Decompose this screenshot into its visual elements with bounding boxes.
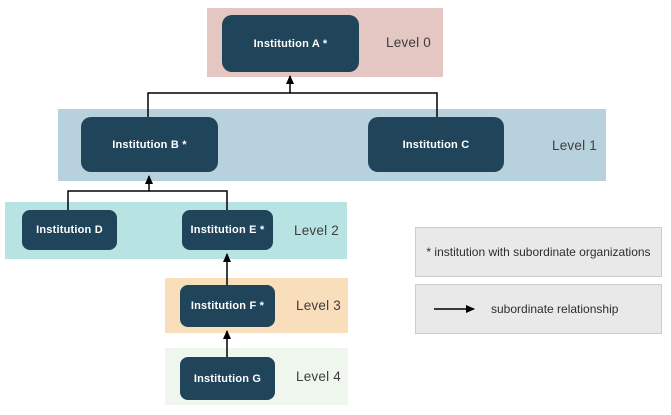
node-institution-a: Institution A * — [222, 15, 359, 72]
node-institution-c: Institution C — [368, 117, 504, 172]
level-label-2: Level 2 — [294, 223, 339, 238]
node-institution-b: Institution B * — [81, 117, 218, 172]
level-label-1: Level 1 — [552, 137, 597, 153]
subordinate-arrow-icon — [434, 303, 484, 315]
legend-asterisk-text: * institution with subordinate organizat… — [426, 245, 651, 259]
node-institution-f: Institution F * — [180, 285, 275, 327]
legend-arrow-box: subordinate relationship — [415, 284, 662, 334]
legend-arrow-text: subordinate relationship — [491, 302, 619, 316]
legend-asterisk-box: * institution with subordinate organizat… — [415, 227, 662, 277]
level-label-4: Level 4 — [296, 369, 341, 384]
node-institution-g: Institution G — [180, 357, 275, 400]
node-institution-e: Institution E * — [182, 210, 273, 250]
level-label-0: Level 0 — [386, 35, 431, 50]
node-institution-d: Institution D — [22, 210, 117, 250]
level-label-3: Level 3 — [296, 298, 341, 313]
